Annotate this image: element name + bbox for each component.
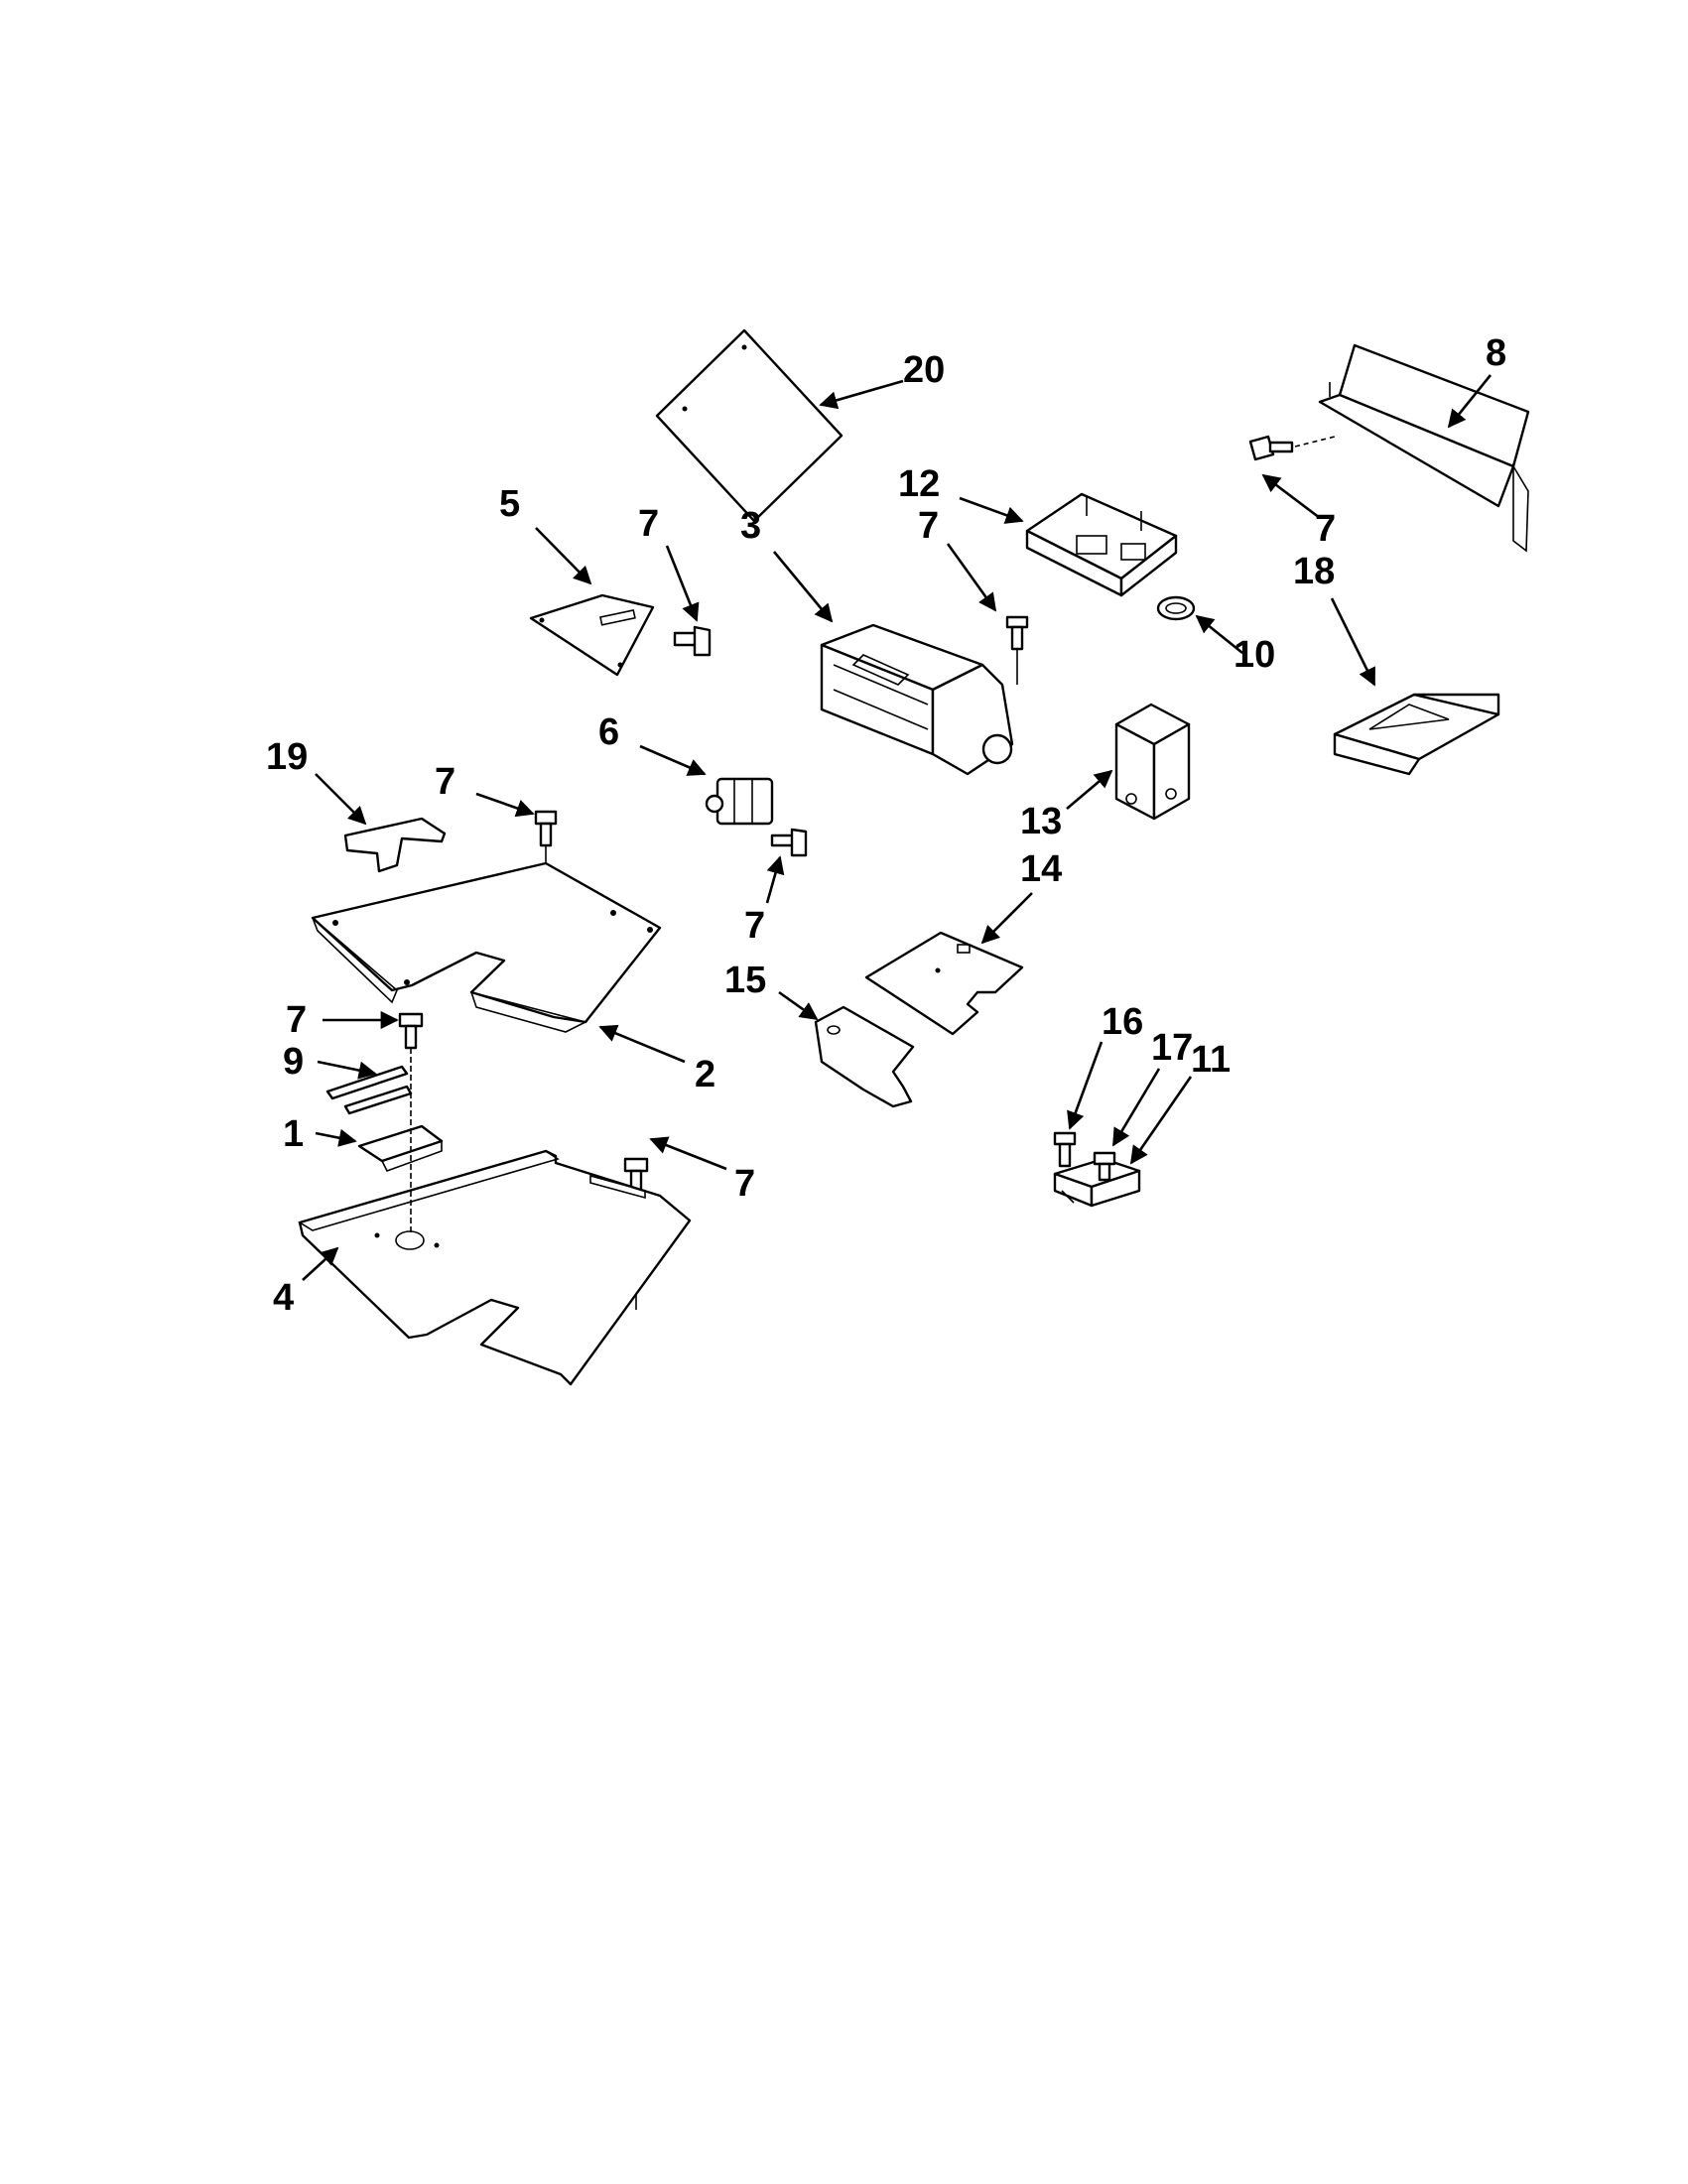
callout-11: 11 <box>1191 1039 1231 1081</box>
screw-icon <box>1093 1151 1116 1182</box>
callout-2: 2 <box>695 1054 715 1095</box>
callout-7: 7 <box>1315 508 1336 550</box>
part-12-control-board <box>1025 492 1178 597</box>
screw-icon <box>770 828 808 857</box>
part-9-shims <box>325 1065 413 1115</box>
screw-icon <box>1248 435 1336 461</box>
callout-19: 19 <box>266 736 308 778</box>
callout-16: 16 <box>1102 1001 1143 1043</box>
part-10-washer <box>1156 595 1196 621</box>
screw-icon <box>398 1012 424 1050</box>
callout-7: 7 <box>744 905 765 947</box>
callout-4: 4 <box>273 1277 294 1319</box>
part-15-shield <box>814 1005 915 1108</box>
part-11-terminal-block <box>1053 1157 1141 1208</box>
part-2-large-panel <box>311 861 662 1033</box>
part-20-cover-plate <box>655 328 844 523</box>
callout-6: 6 <box>598 711 619 753</box>
part-3-motor-assembly <box>820 623 1014 776</box>
part-8-bracket <box>1318 343 1530 553</box>
callout-13: 13 <box>1020 801 1062 842</box>
part-5-plate <box>529 593 655 677</box>
callout-1: 1 <box>283 1113 304 1155</box>
callout-7: 7 <box>435 761 455 803</box>
part-14-plate <box>864 931 1024 1036</box>
screw-icon <box>534 810 558 868</box>
callout-5: 5 <box>499 483 520 525</box>
callout-14: 14 <box>1020 848 1062 890</box>
callout-15: 15 <box>724 960 766 1001</box>
part-18-tray <box>1333 693 1500 776</box>
callout-12: 12 <box>898 463 940 505</box>
callout-7: 7 <box>734 1163 755 1205</box>
callout-3: 3 <box>740 505 761 547</box>
part-1-bracket <box>357 1124 444 1172</box>
callout-17: 17 <box>1151 1027 1193 1069</box>
callout-7: 7 <box>638 503 659 545</box>
callout-7: 7 <box>286 999 307 1041</box>
callout-8: 8 <box>1486 332 1506 374</box>
part-4-base-pan <box>298 1149 692 1386</box>
callout-labels: 20 8 12 7 5 7 3 7 18 10 6 19 7 13 14 7 1… <box>266 332 1506 1319</box>
callout-20: 20 <box>903 349 945 391</box>
callout-10: 10 <box>1234 634 1275 676</box>
callout-9: 9 <box>283 1041 304 1083</box>
part-6-transformer <box>705 777 774 826</box>
callout-18: 18 <box>1293 551 1335 592</box>
part-19-strip <box>343 817 447 873</box>
screw-icon <box>673 625 712 657</box>
callout-7: 7 <box>918 505 939 547</box>
screw-icon <box>1005 615 1029 685</box>
part-13-junction-box <box>1114 703 1191 821</box>
screw-icon <box>1053 1131 1077 1168</box>
leader-lines <box>302 374 1493 1281</box>
